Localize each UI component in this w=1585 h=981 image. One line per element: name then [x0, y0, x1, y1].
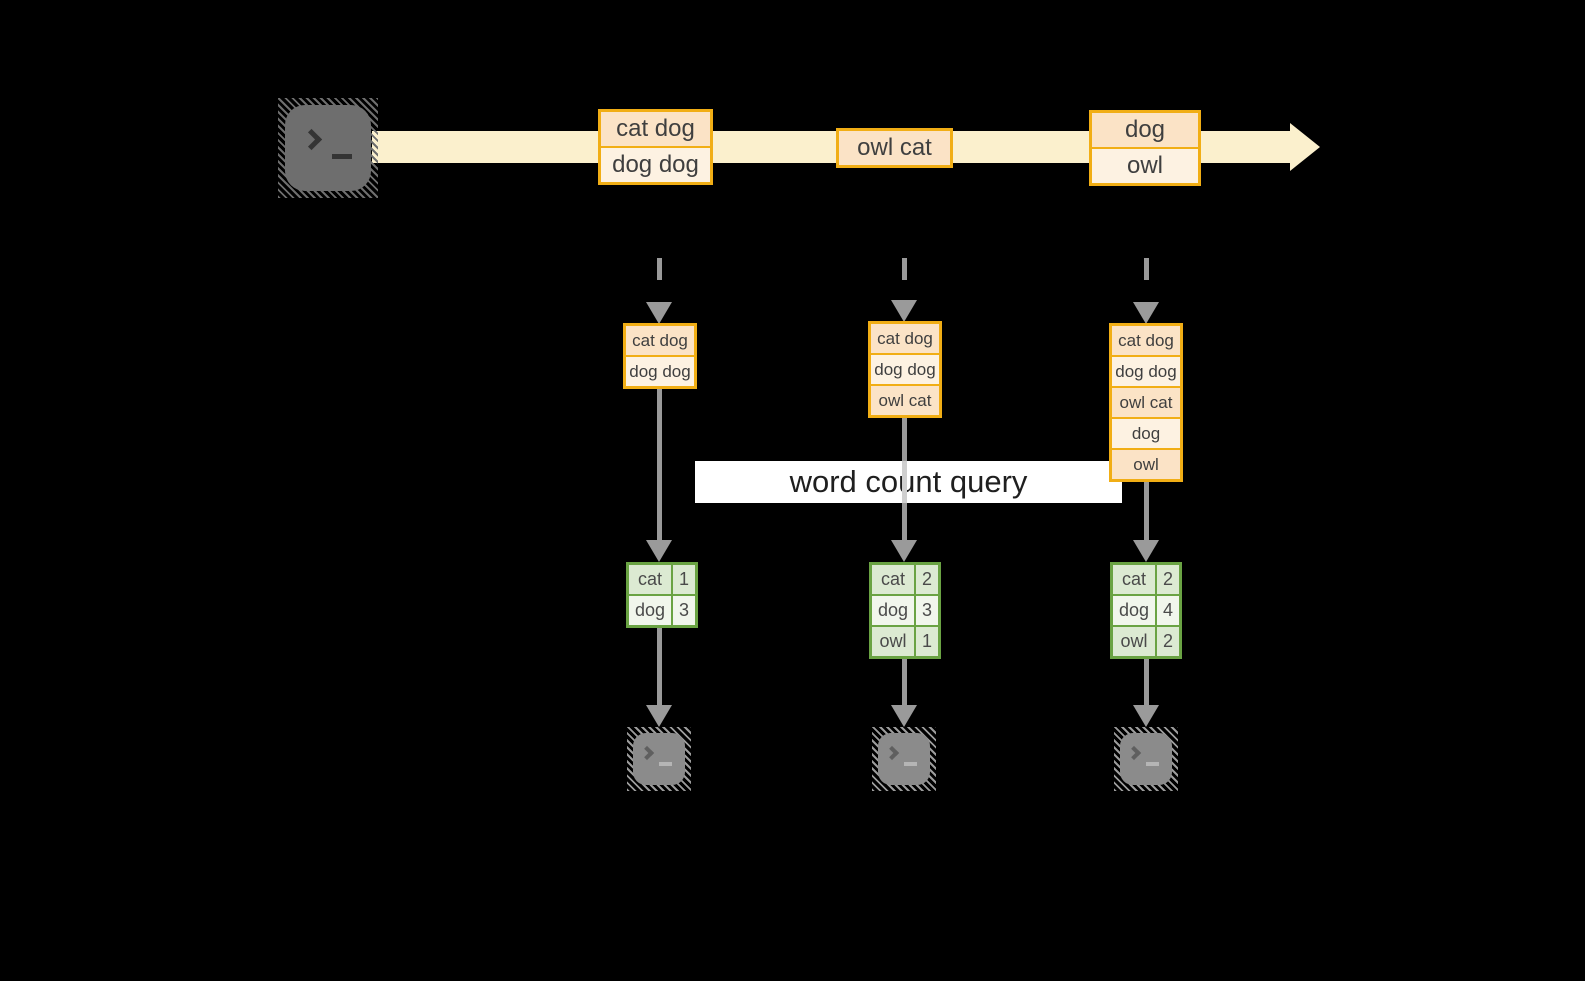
arrow-line: [657, 628, 662, 705]
terminal-body: [1120, 733, 1172, 785]
state-item: dog dog: [626, 357, 694, 386]
batch-item: cat dog: [601, 112, 710, 146]
query-label: word count query: [789, 464, 1028, 499]
state-item: cat dog: [1112, 326, 1180, 355]
arrow-head-icon: [646, 705, 672, 727]
sink-terminal-icon: [1114, 727, 1178, 791]
arrow-head-icon: [1133, 302, 1159, 324]
batch-item: owl: [1092, 149, 1198, 183]
batch-item: dog dog: [601, 148, 710, 182]
batch-item: dog: [1092, 113, 1198, 147]
arrow-line: [1144, 659, 1149, 705]
arrow-head-icon: [891, 705, 917, 727]
terminal-body: [285, 105, 371, 191]
stream-arrowhead-icon: [1290, 123, 1320, 171]
table-cell-word: cat: [629, 565, 671, 594]
table-cell-count: 1: [916, 627, 938, 656]
dashed-arrow-line: [902, 258, 907, 292]
sink-terminal-icon: [627, 727, 691, 791]
arrow-head-icon: [1133, 540, 1159, 562]
table-cell-count: 2: [1157, 565, 1179, 594]
table-cell-word: owl: [1113, 627, 1155, 656]
arrow-head-icon: [646, 302, 672, 324]
arrow-line: [1144, 482, 1149, 540]
sink-terminal-icon: [872, 727, 936, 791]
table-cell-word: cat: [872, 565, 914, 594]
state-item: dog: [1112, 419, 1180, 448]
state-item: owl: [1112, 450, 1180, 479]
state-item: dog dog: [1112, 357, 1180, 386]
arrow-head-icon: [1133, 705, 1159, 727]
prompt-underscore-icon: [904, 762, 917, 766]
terminal-body: [878, 733, 930, 785]
state-item: owl cat: [1112, 388, 1180, 417]
arrow-over-query-segment: [902, 461, 907, 503]
table-cell-word: owl: [872, 627, 914, 656]
arrow-head-icon: [891, 300, 917, 322]
arrow-line: [657, 389, 662, 540]
state-item: dog dog: [871, 355, 939, 384]
terminal-body: [633, 733, 685, 785]
state-item: cat dog: [871, 324, 939, 353]
table-cell-word: dog: [629, 596, 671, 625]
table-cell-word: dog: [872, 596, 914, 625]
prompt-underscore-icon: [332, 154, 352, 159]
table-cell-count: 1: [673, 565, 695, 594]
batch-item: owl cat: [839, 131, 950, 165]
table-cell-count: 3: [916, 596, 938, 625]
state-item: cat dog: [626, 326, 694, 355]
query-label-box: word count query: [695, 461, 1122, 503]
table-cell-word: cat: [1113, 565, 1155, 594]
dashed-arrow-line: [1144, 258, 1149, 292]
prompt-underscore-icon: [1146, 762, 1159, 766]
state-item: owl cat: [871, 386, 939, 415]
arrow-head-icon: [891, 540, 917, 562]
table-cell-count: 4: [1157, 596, 1179, 625]
arrow-head-icon: [646, 540, 672, 562]
prompt-underscore-icon: [659, 762, 672, 766]
source-terminal-icon: [278, 98, 378, 198]
table-cell-count: 2: [1157, 627, 1179, 656]
stream-batch: owl cat: [836, 128, 953, 168]
table-cell-count: 3: [673, 596, 695, 625]
table-cell-word: dog: [1113, 596, 1155, 625]
dashed-arrow-line: [657, 258, 662, 292]
table-cell-count: 2: [916, 565, 938, 594]
arrow-line: [902, 659, 907, 705]
